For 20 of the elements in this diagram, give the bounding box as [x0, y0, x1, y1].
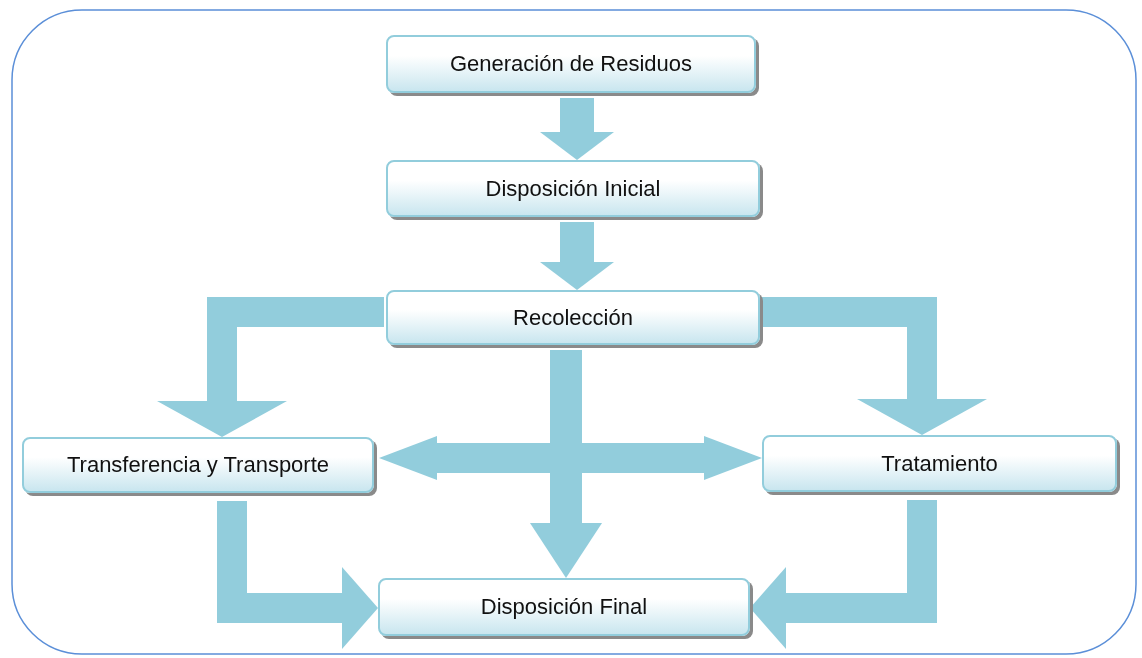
process-box [378, 578, 750, 636]
block-arrow [540, 222, 614, 290]
box-label: Tratamiento [881, 450, 998, 477]
process-box [386, 35, 756, 93]
block-arrow [157, 297, 384, 437]
box-label: Disposición Final [480, 594, 648, 620]
process-box [386, 160, 760, 217]
block-arrow [762, 297, 987, 435]
block-arrow [530, 350, 602, 578]
process-box [22, 437, 374, 493]
process-box [762, 435, 1117, 492]
block-arrow [217, 501, 378, 649]
box-label: Disposición Inicial [485, 175, 661, 202]
box-label: Generación de Residuos [449, 51, 693, 77]
box-label: Recolección [513, 304, 633, 331]
box-label: Transferencia y Transporte [66, 452, 330, 478]
block-arrow [379, 436, 762, 480]
block-arrow [540, 98, 614, 160]
block-arrow [750, 500, 937, 649]
process-box [386, 290, 760, 345]
